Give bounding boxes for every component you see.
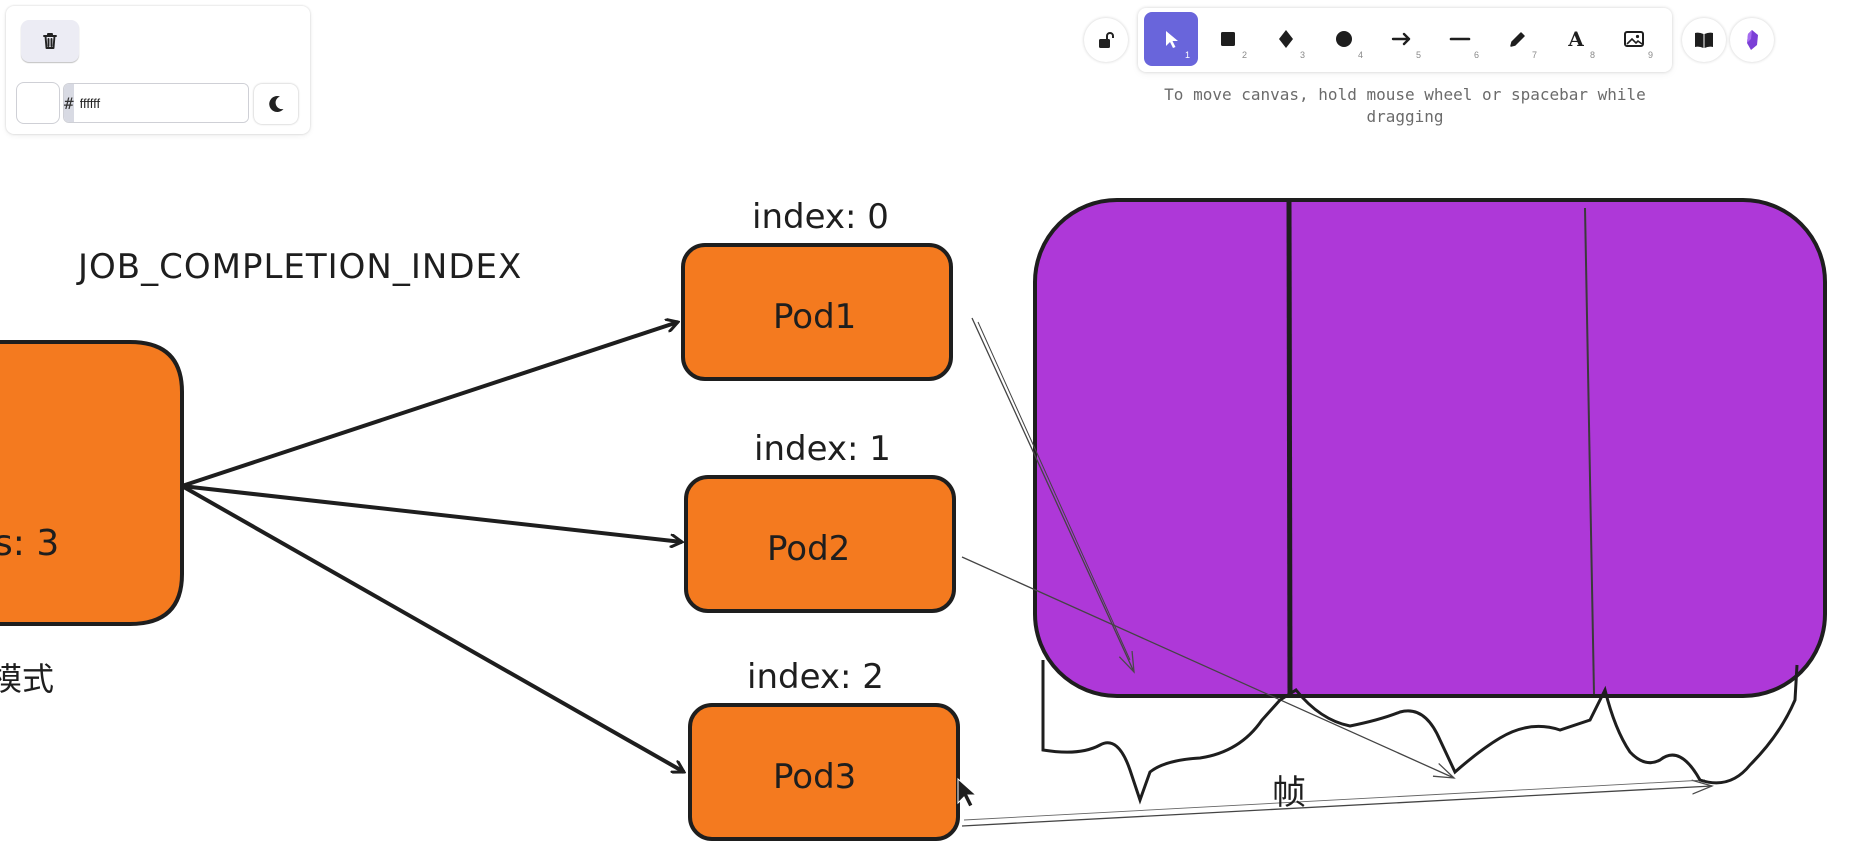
tool-shortcut: 3	[1299, 50, 1305, 60]
tool-shortcut: 8	[1589, 50, 1595, 60]
book-icon	[1695, 32, 1713, 48]
job-caption: 模式	[0, 660, 54, 698]
background-hex-field: #	[63, 83, 249, 123]
pod1-label: Pod1	[773, 297, 856, 337]
library-button[interactable]	[1682, 18, 1726, 62]
tool-shortcut: 4	[1357, 50, 1363, 60]
freehand-squiggle[interactable]	[1041, 660, 1799, 805]
moon-icon	[269, 96, 284, 113]
shape-toolbar: 1 2 3 4 5 6 7 A 8 9	[1138, 8, 1672, 72]
arrow-pod3-to-frame[interactable]	[961, 786, 1712, 827]
arrow-pod2-to-frame[interactable]	[961, 556, 1454, 778]
circle-icon	[1336, 31, 1352, 47]
arrow-pod1-to-frame[interactable]	[971, 317, 1134, 672]
obsidian-button[interactable]	[1730, 18, 1774, 62]
hex-hash-label: #	[64, 84, 74, 122]
pod2-index-label: index: 1	[754, 429, 891, 469]
dark-mode-toggle[interactable]	[254, 84, 298, 124]
pod1-index-label: index: 0	[752, 197, 889, 237]
arrow-pod3-to-frame-sketch	[963, 779, 1706, 821]
arrow-job-to-pod1[interactable]	[181, 322, 678, 488]
delete-button[interactable]	[21, 20, 79, 62]
obsidian-gem-icon	[1747, 30, 1758, 50]
pencil-icon	[1510, 32, 1525, 47]
line-icon	[1449, 37, 1471, 41]
pointer-icon	[1166, 31, 1178, 48]
hex-color-input[interactable]	[73, 84, 248, 122]
tool-diamond[interactable]: 3	[1259, 12, 1313, 66]
tool-line[interactable]: 6	[1433, 12, 1487, 66]
tool-shortcut: 5	[1415, 50, 1421, 60]
square-icon	[1221, 32, 1235, 46]
big-purple-box[interactable]	[1033, 198, 1827, 698]
pod-box-2[interactable]	[684, 475, 956, 613]
tool-draw[interactable]: 7	[1491, 12, 1545, 66]
lock-button[interactable]	[1084, 18, 1128, 62]
arrow-job-to-pod2[interactable]	[181, 484, 682, 542]
text-icon: A	[1568, 27, 1584, 51]
pod2-label: Pod2	[767, 529, 850, 569]
tool-shortcut: 6	[1473, 50, 1479, 60]
frame-caption: 帧	[1272, 773, 1306, 813]
mouse-cursor-icon	[957, 777, 978, 808]
arrow-right-icon	[1391, 32, 1411, 46]
tool-shortcut: 1	[1184, 50, 1190, 60]
properties-panel: #	[6, 6, 310, 134]
arrow-pod1-to-frame-sketch	[977, 321, 1131, 661]
diamond-icon	[1279, 30, 1293, 48]
tool-arrow[interactable]: 5	[1375, 12, 1429, 66]
tool-text[interactable]: A 8	[1549, 12, 1603, 66]
unlock-icon	[1099, 32, 1114, 48]
trash-icon	[43, 33, 57, 49]
heading-text[interactable]: JOB_COMPLETION_INDEX	[76, 247, 522, 287]
background-color-swatch[interactable]	[16, 82, 60, 124]
pod-box-3[interactable]	[688, 703, 960, 841]
tool-image[interactable]: 9	[1607, 12, 1661, 66]
canvas-hint-text: To move canvas, hold mouse wheel or spac…	[1164, 85, 1646, 126]
arrow-job-to-pod3[interactable]	[181, 484, 684, 774]
tool-selection[interactable]: 1	[1144, 12, 1198, 66]
image-icon	[1624, 31, 1644, 47]
pod3-index-label: index: 2	[747, 657, 884, 697]
pod-box-1[interactable]	[681, 243, 953, 381]
tool-ellipse[interactable]: 4	[1317, 12, 1371, 66]
tool-shortcut: 9	[1647, 50, 1653, 60]
tool-shortcut: 7	[1531, 50, 1537, 60]
tool-shortcut: 2	[1241, 50, 1247, 60]
pod3-label: Pod3	[773, 757, 856, 797]
tool-rectangle[interactable]: 2	[1201, 12, 1255, 66]
job-box[interactable]	[0, 340, 184, 626]
job-box-label: s: 3	[0, 523, 59, 564]
